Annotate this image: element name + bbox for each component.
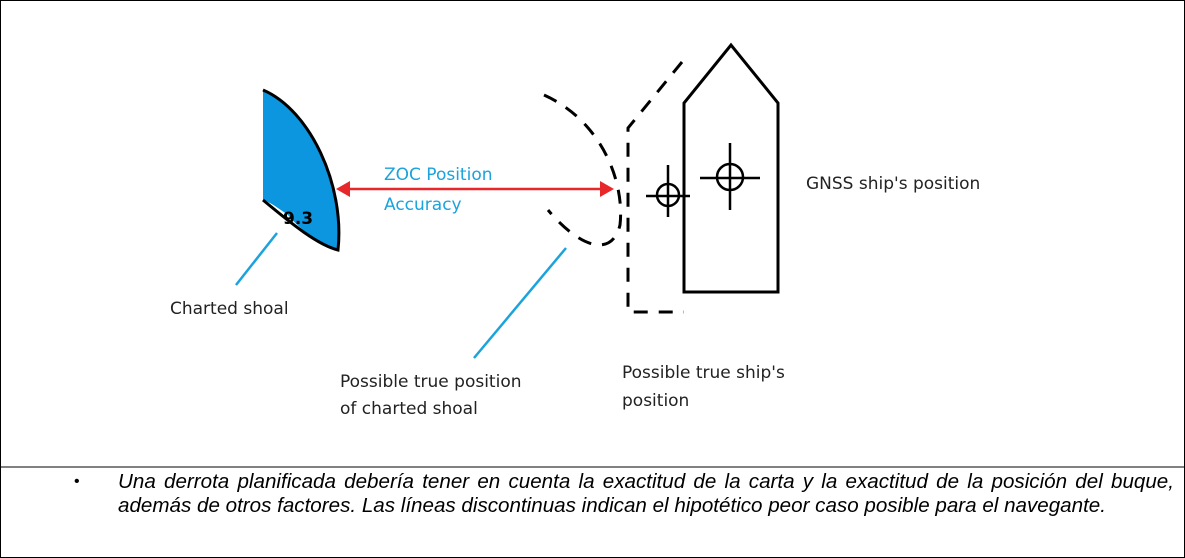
depth-sounding: 9.3 [283,209,313,229]
shoal-leader-line [235,232,278,286]
zoc-arrowhead-left [336,181,350,197]
zoc-label-line1: ZOC Position [384,165,493,185]
possible-ship-label-line2: position [622,391,689,411]
zoc-label-line2: Accuracy [384,195,462,215]
charted-shoal-label: Charted shoal [170,299,289,319]
caption-paragraph: • Una derrota planificada debería tener … [62,470,1174,518]
possible-shoal-label-line2: of charted shoal [340,399,478,419]
possible-shoal-dashed-arc [543,93,623,247]
caption-text: Una derrota planificada debería tener en… [118,470,1174,517]
possible-ship-dashed-outline [626,61,684,314]
charted-shoal-shape [263,90,339,250]
caption-bullet: • [74,473,80,490]
gnss-position-label: GNSS ship's position [806,174,980,194]
possible-ship-label-line1: Possible true ship's [622,363,785,383]
possible-shoal-label-line1: Possible true position [340,372,522,392]
zoc-arrowhead-right [600,181,614,197]
charted-shoal-outline [262,88,341,252]
gnss-ship-outline [682,42,780,294]
possible-shoal-leader-line [473,247,567,359]
